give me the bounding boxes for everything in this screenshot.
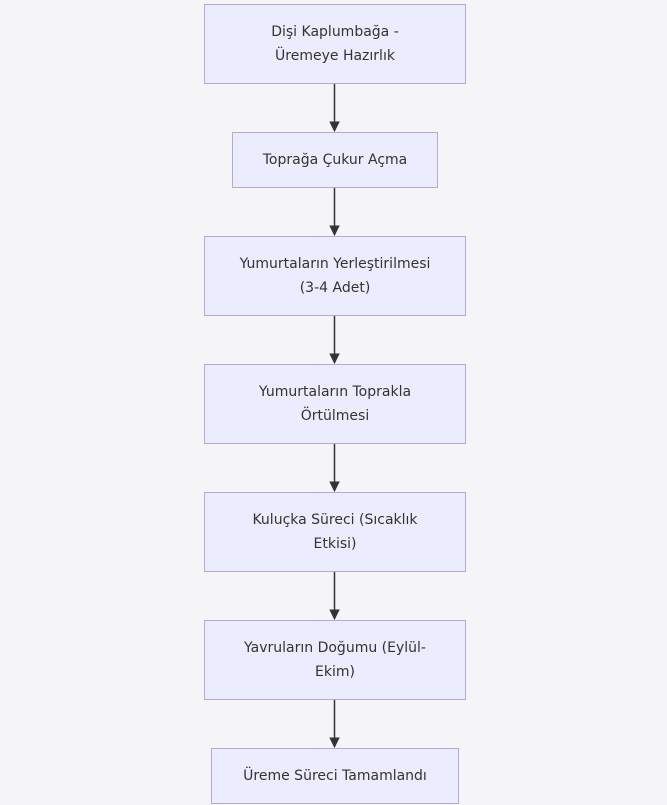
node-process-complete: Üreme Süreci Tamamlandı <box>211 748 459 804</box>
node-female-turtle-preparation: Dişi Kaplumbağa - Üremeye Hazırlık <box>204 4 466 84</box>
node-digging-pit: Toprağa Çukur Açma <box>232 132 438 188</box>
node-label: Yumurtaların Yerleştirilmesi (3-4 Adet) <box>239 256 431 296</box>
node-hatching: Yavruların Doğumu (Eylül-Ekim) <box>204 620 466 700</box>
node-incubation: Kuluçka Süreci (Sıcaklık Etkisi) <box>204 492 466 572</box>
node-label: Toprağa Çukur Açma <box>262 152 408 168</box>
node-label: Yumurtaların Toprakla Örtülmesi <box>258 384 412 424</box>
node-placing-eggs: Yumurtaların Yerleştirilmesi (3-4 Adet) <box>204 236 466 316</box>
node-label: Yavruların Doğumu (Eylül-Ekim) <box>244 640 426 680</box>
node-label: Kuluçka Süreci (Sıcaklık Etkisi) <box>252 512 418 552</box>
node-covering-eggs: Yumurtaların Toprakla Örtülmesi <box>204 364 466 444</box>
node-label: Dişi Kaplumbağa - Üremeye Hazırlık <box>271 24 399 64</box>
node-label: Üreme Süreci Tamamlandı <box>243 768 427 784</box>
